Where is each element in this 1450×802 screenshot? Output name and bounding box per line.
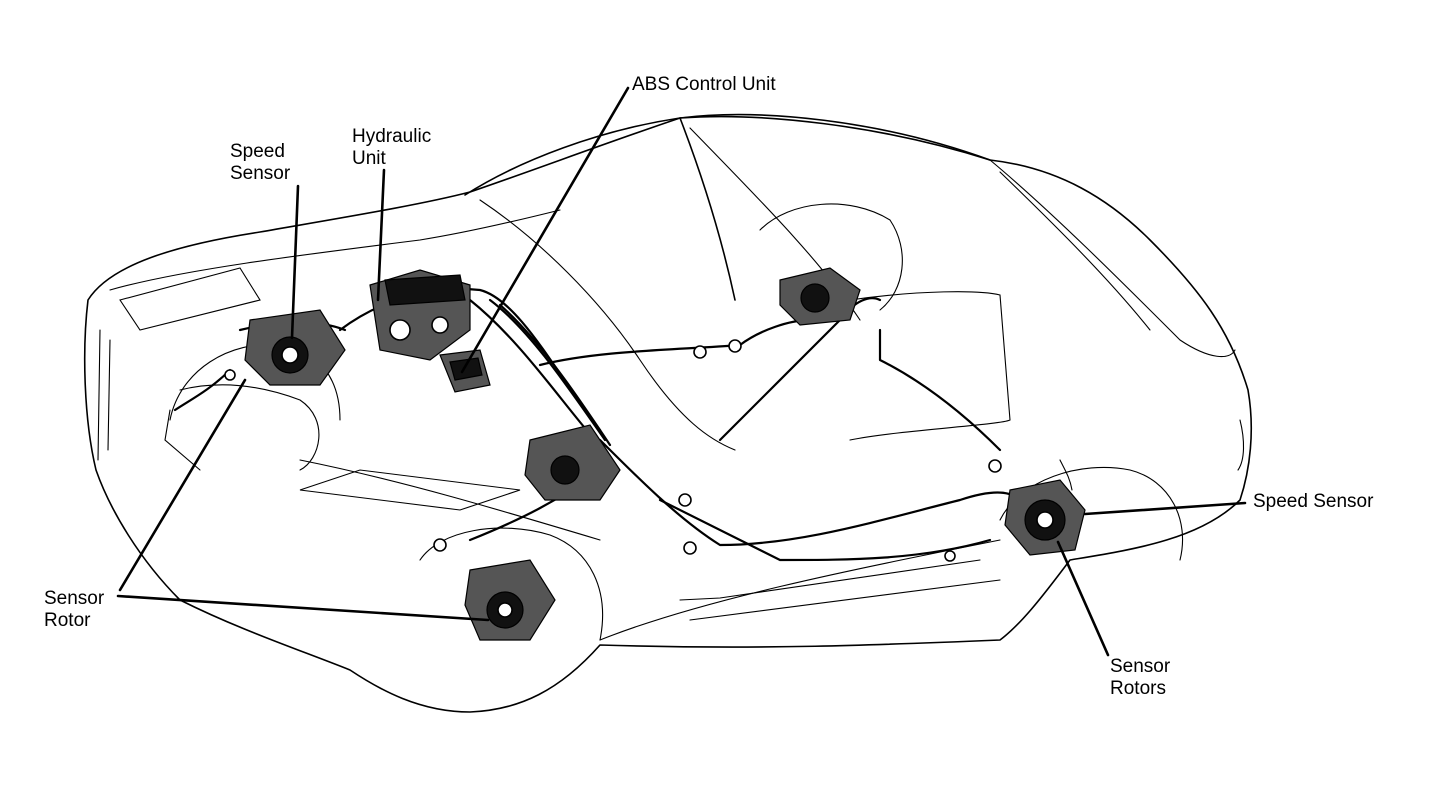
front-left-brake-assembly — [244, 309, 346, 386]
hydraulic-unit-shape — [369, 269, 471, 361]
leader-sensor-rotors-rear — [1056, 540, 1110, 657]
front-right-brake-assembly — [464, 559, 556, 641]
leader-sensor-rotor-to-front-left — [118, 378, 247, 592]
label-sensor-rotor-front: Sensor Rotor — [44, 588, 105, 631]
leader-sensor-rotor-to-front-right — [116, 594, 490, 622]
leader-lines — [116, 86, 1247, 657]
leader-speed-sensor-front — [290, 184, 300, 340]
line-fittings — [224, 339, 1002, 562]
master-cylinder — [524, 424, 621, 501]
abs-control-unit-shape — [439, 349, 491, 393]
label-sensor-rotors-rear: Sensor Rotors — [1110, 656, 1171, 699]
car-body — [83, 113, 1253, 713]
leader-speed-sensor-rear — [1083, 501, 1247, 516]
rear-left-brake-assembly — [779, 267, 861, 326]
wheel-wells — [169, 203, 1184, 641]
leader-hydraulic-unit — [376, 168, 386, 302]
label-abs-control-unit: ABS Control Unit — [632, 74, 776, 95]
label-hydraulic-unit: Hydraulic Unit — [352, 126, 432, 169]
label-speed-sensor-rear: Speed Sensor — [1253, 491, 1374, 512]
rear-right-brake-assembly — [1004, 459, 1086, 556]
leader-abs-control-unit — [460, 86, 630, 374]
label-speed-sensor-front: Speed Sensor — [230, 141, 291, 184]
